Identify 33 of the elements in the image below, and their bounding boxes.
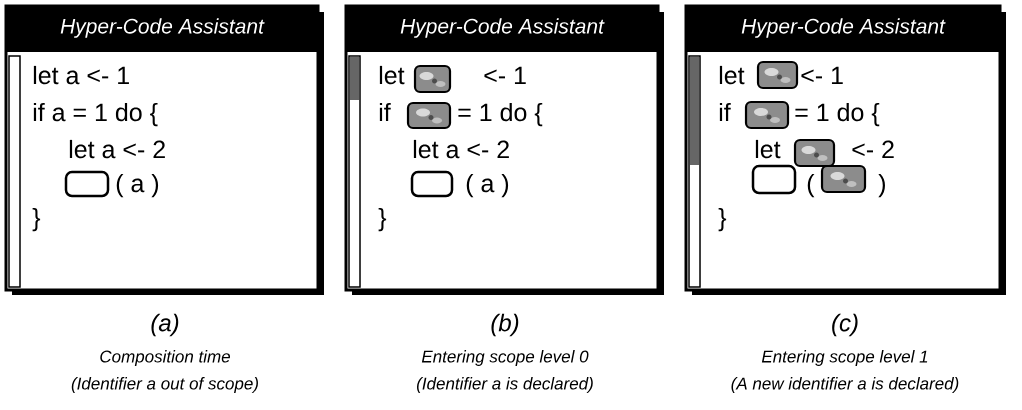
code-text: = 1 do {	[795, 102, 880, 127]
code-text: )	[878, 173, 885, 198]
code-text: let	[755, 139, 781, 159]
code-text: }	[718, 207, 727, 232]
panel-label-text: Composition time	[100, 350, 230, 366]
code-text: ( a )	[466, 173, 509, 198]
code-text: let a <- 1	[33, 65, 129, 85]
panel-label-text: (Identifier a is declared)	[417, 377, 593, 393]
code-text: = 1 do {	[458, 102, 543, 127]
code-text: }	[32, 207, 41, 232]
code-text: <- 1	[484, 66, 526, 84]
panel-label-text: Entering scope level 0	[421, 350, 589, 366]
code-text: let	[379, 65, 405, 85]
code-text: ( a )	[116, 173, 159, 198]
code-text: (	[807, 173, 815, 198]
code-text: let a <- 2	[69, 139, 165, 159]
title-bar: Hyper-Code Assistant	[6, 6, 318, 52]
code-text: if	[719, 102, 731, 121]
code-text: <- 2	[852, 140, 894, 158]
code-text: if a = 1 do {	[33, 102, 158, 127]
panel-label-text: (Identifier a out of scope)	[71, 377, 258, 393]
panel-label: (a)	[151, 313, 179, 337]
code-text: <- 1	[801, 66, 843, 84]
panel-label: (c)	[832, 313, 858, 337]
code-text: }	[378, 207, 387, 232]
title-bar: Hyper-Code Assistant	[346, 6, 658, 52]
panel-label: (b)	[491, 313, 519, 337]
code-text: if	[379, 102, 391, 121]
code-text: let	[719, 65, 745, 85]
title-bar: Hyper-Code Assistant	[686, 6, 1000, 52]
panel-label-text: Entering scope level 1	[761, 350, 928, 366]
code-text: let a <- 2	[413, 139, 509, 159]
panel-label-text: (A new identifier a is declared)	[731, 377, 959, 393]
